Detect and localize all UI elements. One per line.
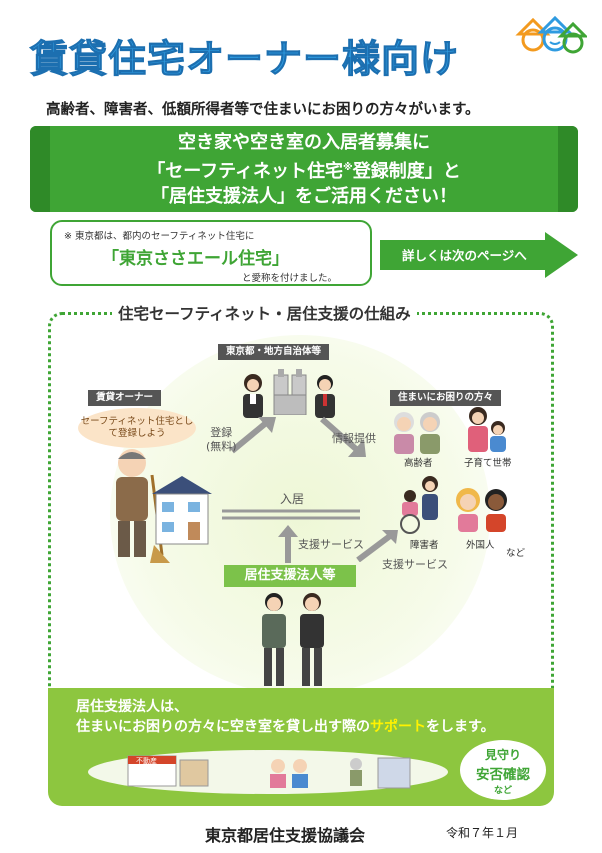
page-title: 賃貸住宅オーナー様向け — [30, 37, 460, 82]
subtitle: 高齢者、障害者、低額所得者等で住まいにお困りの方々がいます。 — [46, 102, 480, 118]
svg-text:不動産: 不動産 — [136, 756, 157, 765]
support-service-label-2: 支援サービス — [382, 558, 448, 571]
info-provide-label: 情報提供 — [332, 432, 376, 445]
apartment-house-icon — [152, 476, 212, 545]
support-panel: 居住支援法人は、 住まいにお困りの方々に空き室を貸し出す際のサポートをします。 … — [48, 688, 554, 806]
arrow-up-icon — [278, 525, 298, 563]
support-panel-line-2: 住まいにお困りの方々に空き室を貸し出す際のサポートをします。 — [76, 719, 495, 735]
government-building-icon — [273, 369, 307, 415]
gov-tag: 東京都・地方自治体等 — [218, 344, 330, 360]
disabled-label: 障害者 — [410, 540, 439, 551]
banner-line-2: 「セーフティネット住宅※登録制度」と — [147, 160, 461, 182]
banner-curl-right — [558, 126, 578, 212]
disabled-person-wheelchair-icon — [400, 476, 438, 534]
nickname-box: ※ 東京都は、都内のセーフティネット住宅に 「東京ささエール住宅」 と愛称を付け… — [50, 220, 372, 286]
support-panel-line-1: 居住支援法人は、 — [76, 699, 188, 715]
scheme-title: 住宅セーフティネット・居住支援の仕組み — [112, 302, 417, 324]
owner-speech-bubble: セーフティネット住宅として登録しよう — [78, 408, 196, 448]
child-household-icon — [468, 407, 506, 452]
official-man-icon — [315, 375, 335, 418]
official-woman-icon — [243, 374, 263, 418]
register-label: 登録 (無料) — [206, 426, 237, 453]
move-in-double-arrow-icon — [222, 509, 360, 520]
move-in-label: 入居 — [280, 492, 305, 506]
child-household-label: 子育て世帯 — [464, 458, 512, 469]
footer-organization: 東京都居住支援協議会 — [205, 826, 366, 845]
arrow-right-icon — [380, 232, 578, 278]
nickname-name: 「東京ささエール住宅」 — [102, 249, 289, 269]
elderly-couple-icon — [394, 412, 440, 454]
foreigner-icon — [456, 488, 507, 532]
next-page-button[interactable]: 詳しくは次のページへ — [380, 232, 580, 278]
support-staff-icon — [262, 593, 324, 686]
banner-curl-left — [30, 126, 50, 212]
watch-safety-badge: 見守り 安否確認 など — [460, 740, 546, 800]
family-house-logo-icon — [515, 15, 587, 54]
foreigner-label: 外国人 — [466, 540, 495, 551]
banner-line-1: 空き家や空き室の入居者募集に — [178, 131, 430, 153]
support-illustration: 不動産 — [88, 750, 448, 794]
nickname-note: ※ 東京都は、都内のセーフティネット住宅に — [64, 231, 255, 242]
owner-with-broom-icon — [116, 449, 170, 563]
arrow-up-right-small-icon — [356, 530, 398, 562]
support-corporation-tag: 居住支援法人等 — [224, 565, 356, 587]
nickname-tail: と愛称を付けました。 — [242, 273, 338, 284]
owner-tag: 賃貸オーナー — [88, 390, 162, 406]
support-service-label-1: 支援サービス — [298, 538, 364, 551]
people-tag: 住まいにお困りの方々 — [390, 390, 502, 406]
footer-date: 令和７年１月 — [446, 826, 519, 840]
arrow-up-right-icon — [230, 417, 276, 454]
elderly-label: 高齢者 — [404, 458, 433, 469]
banner-line-3: 「居住支援法人」をご活用ください！ — [151, 185, 457, 207]
main-banner: 空き家や空き室の入居者募集に 「セーフティネット住宅※登録制度」と 「居住支援法… — [30, 126, 578, 212]
support-scenes-icon: 不動産 — [127, 755, 411, 789]
etc-label: など — [506, 548, 526, 559]
next-page-label: 詳しくは次のページへ — [402, 248, 527, 263]
arrow-down-right-icon — [320, 416, 366, 457]
